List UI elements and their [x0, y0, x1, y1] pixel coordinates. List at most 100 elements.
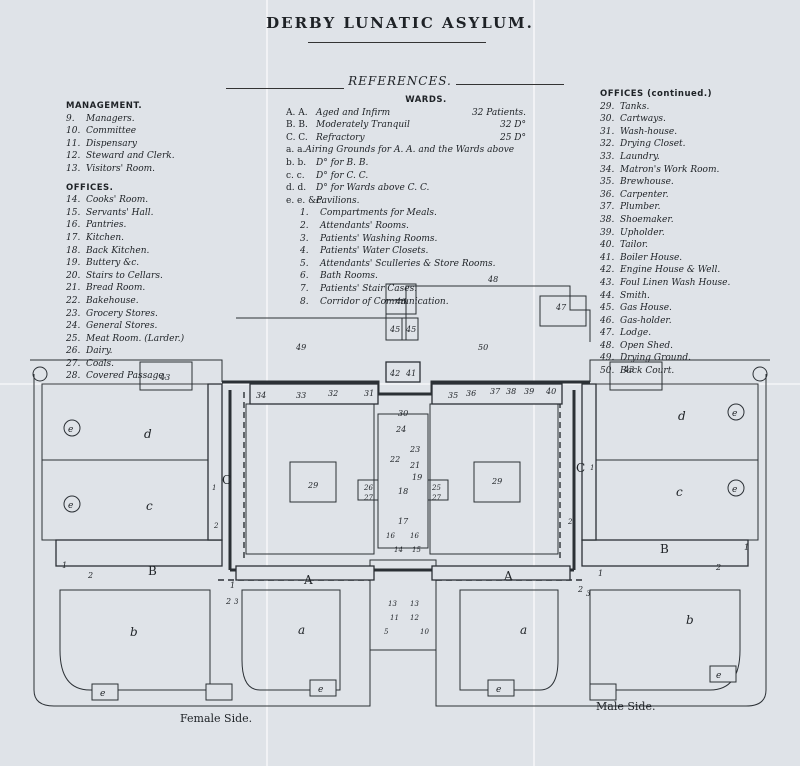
legend-item-number: 48. [600, 340, 615, 351]
room-number: 14 [394, 546, 403, 554]
room-number: 24 [395, 425, 406, 434]
legend-item: 40.Tailor. [600, 239, 780, 252]
ward-key: A. A. [286, 107, 308, 118]
ward-c-left [207, 383, 223, 541]
room-number: 43 [159, 373, 170, 382]
room-number: 27 [431, 494, 441, 502]
legend-item: 2.Attendants' Rooms. [300, 220, 526, 233]
legend-item-label: Visitors' Room. [86, 163, 156, 174]
room-number: 43 [623, 365, 634, 374]
room-number: 10 [420, 628, 429, 636]
legend-item-label: Shoemaker. [620, 214, 674, 225]
ward-key: e. e. &c. [286, 195, 325, 206]
legend-item: 38.Shoemaker. [600, 214, 780, 227]
legend-item: 46.Gas-holder. [600, 315, 780, 328]
references-rule [456, 84, 564, 85]
room-number: 3 [586, 590, 591, 598]
room-number: 49 [295, 343, 306, 352]
legend-item-label: Servants' Hall. [86, 207, 154, 218]
legend-item: 44.Smith. [600, 290, 780, 303]
legend-item-number: 12. [66, 151, 81, 162]
legend-item: 39.Upholder. [600, 227, 780, 240]
legend-item: 45.Gas House. [600, 302, 780, 315]
legend-item-number: 31. [600, 126, 615, 137]
legend-item-number: 7. [300, 283, 309, 294]
references-heading: REFERENCES. [348, 74, 452, 88]
court-letter-b: b [130, 625, 138, 639]
pavilion-letter-e: e [100, 689, 105, 699]
legend-item-label: Drying Closet. [620, 139, 686, 150]
court-29-left [289, 461, 337, 503]
court-letter-a: a [298, 623, 305, 637]
legend-item: 20.Stairs to Cellars. [66, 270, 226, 283]
ward-letter-C: C [222, 473, 231, 487]
pavilion-letter-e: e [732, 485, 737, 495]
ward-key: C. C. [286, 132, 308, 143]
pavilion-e [487, 679, 515, 697]
legend-item: 29.Tanks. [600, 101, 780, 114]
legend-item: 3.Patients' Washing Rooms. [300, 233, 526, 246]
airing-court-d-c-left [41, 383, 213, 541]
room-number: 3 [234, 598, 239, 606]
room-number: 23 [409, 445, 420, 454]
ward-key: d. d. [286, 183, 307, 194]
legend-item: 42.Engine House & Well. [600, 264, 780, 277]
ward-letter-B: B [148, 564, 157, 578]
legend-item-label: Stairs to Cellars. [86, 270, 163, 281]
room-number: 11 [390, 614, 399, 622]
room-number: 1 [212, 484, 216, 492]
legend-item: 28.Covered Passage. [66, 370, 226, 383]
wall [589, 359, 770, 382]
ward-key: a. a. [286, 145, 306, 156]
legend-item-label: General Stores. [86, 321, 158, 332]
room-number: 39 [524, 387, 534, 396]
legend-item-label: Kitchen. [86, 232, 125, 243]
legend-item-number: 39. [600, 227, 615, 238]
legend-item: 12.Steward and Clerk. [66, 150, 226, 163]
room-number: 19 [412, 473, 422, 482]
legend-item-number: 22. [66, 295, 81, 306]
ward-letter-B: B [660, 542, 669, 556]
legend-item-number: 2. [300, 220, 309, 231]
pavilion-e [309, 679, 337, 697]
legend-item: 15.Servants' Hall. [66, 207, 226, 220]
ward-description: Moderately Tranquil [316, 120, 410, 131]
room-number: 30 [398, 409, 408, 418]
legend-item-label: Tanks. [620, 101, 650, 112]
room-43-right [609, 361, 663, 391]
ward-value: 32 D° [499, 120, 526, 131]
legend-offices-continued: OFFICES (continued.) 29.Tanks.30.Cartway… [600, 88, 780, 378]
court-letter-d: d [144, 427, 152, 441]
offices-heading: OFFICES. [66, 182, 114, 193]
legend-item-number: 26. [66, 346, 81, 357]
ward-c-right [581, 383, 597, 541]
legend-item-label: Cartways. [620, 114, 666, 125]
legend-item-number: 41. [600, 252, 615, 263]
legend-item: 1.Compartments for Meals. [300, 207, 526, 220]
room-number: 1 [598, 569, 603, 578]
references-rule [226, 88, 344, 89]
room-number: 25 [431, 484, 441, 492]
room-number: 1 [590, 464, 594, 472]
room-number: 21 [409, 461, 420, 470]
pavilion-e [727, 403, 745, 421]
gas-holder-building [385, 283, 417, 315]
legend-item-label: Pantries. [86, 220, 127, 231]
ward-a-left [235, 565, 375, 581]
court-letter-c: c [146, 499, 153, 513]
ward-letter-C: C [576, 461, 585, 475]
room-number: 35 [448, 391, 458, 400]
legend-item-label: Back Court. [620, 366, 675, 377]
legend-item-number: 50. [600, 366, 615, 377]
ward-description: Aged and Infirm [316, 107, 391, 118]
room-number: 1 [230, 581, 235, 590]
ward-description: D° for C. C. [316, 170, 369, 181]
legend-item: 27.Coals. [66, 358, 226, 371]
room-number: 47 [555, 303, 567, 312]
legend-item: 21.Bread Room. [66, 282, 226, 295]
title-rule [308, 42, 486, 43]
room-43-left [139, 361, 193, 391]
legend-item-label: Gas-holder. [620, 315, 672, 326]
room-number: 33 [296, 391, 306, 400]
